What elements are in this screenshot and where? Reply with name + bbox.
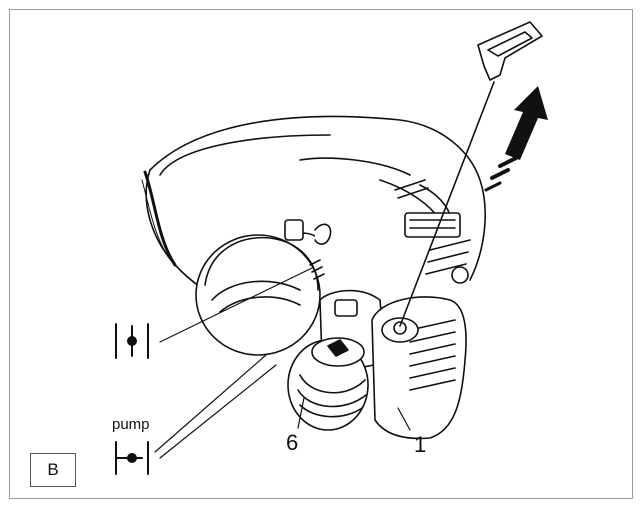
engine-cowl xyxy=(141,115,486,306)
vent-grille xyxy=(404,212,471,284)
callout-6: 6 xyxy=(286,430,299,455)
starter-handle xyxy=(399,21,543,327)
pump-label: pump xyxy=(112,416,150,433)
primer-bulb xyxy=(287,337,369,431)
air-filter-cover xyxy=(195,232,325,356)
callout-1: 1 xyxy=(414,432,427,457)
leader-lines xyxy=(154,267,411,459)
figure-label: B xyxy=(30,453,76,487)
choke-open-icon xyxy=(115,323,149,359)
fuel-tank xyxy=(371,296,467,440)
choke-lever xyxy=(284,219,332,245)
pump-icon xyxy=(115,441,149,475)
pull-arrow-icon xyxy=(484,86,548,192)
